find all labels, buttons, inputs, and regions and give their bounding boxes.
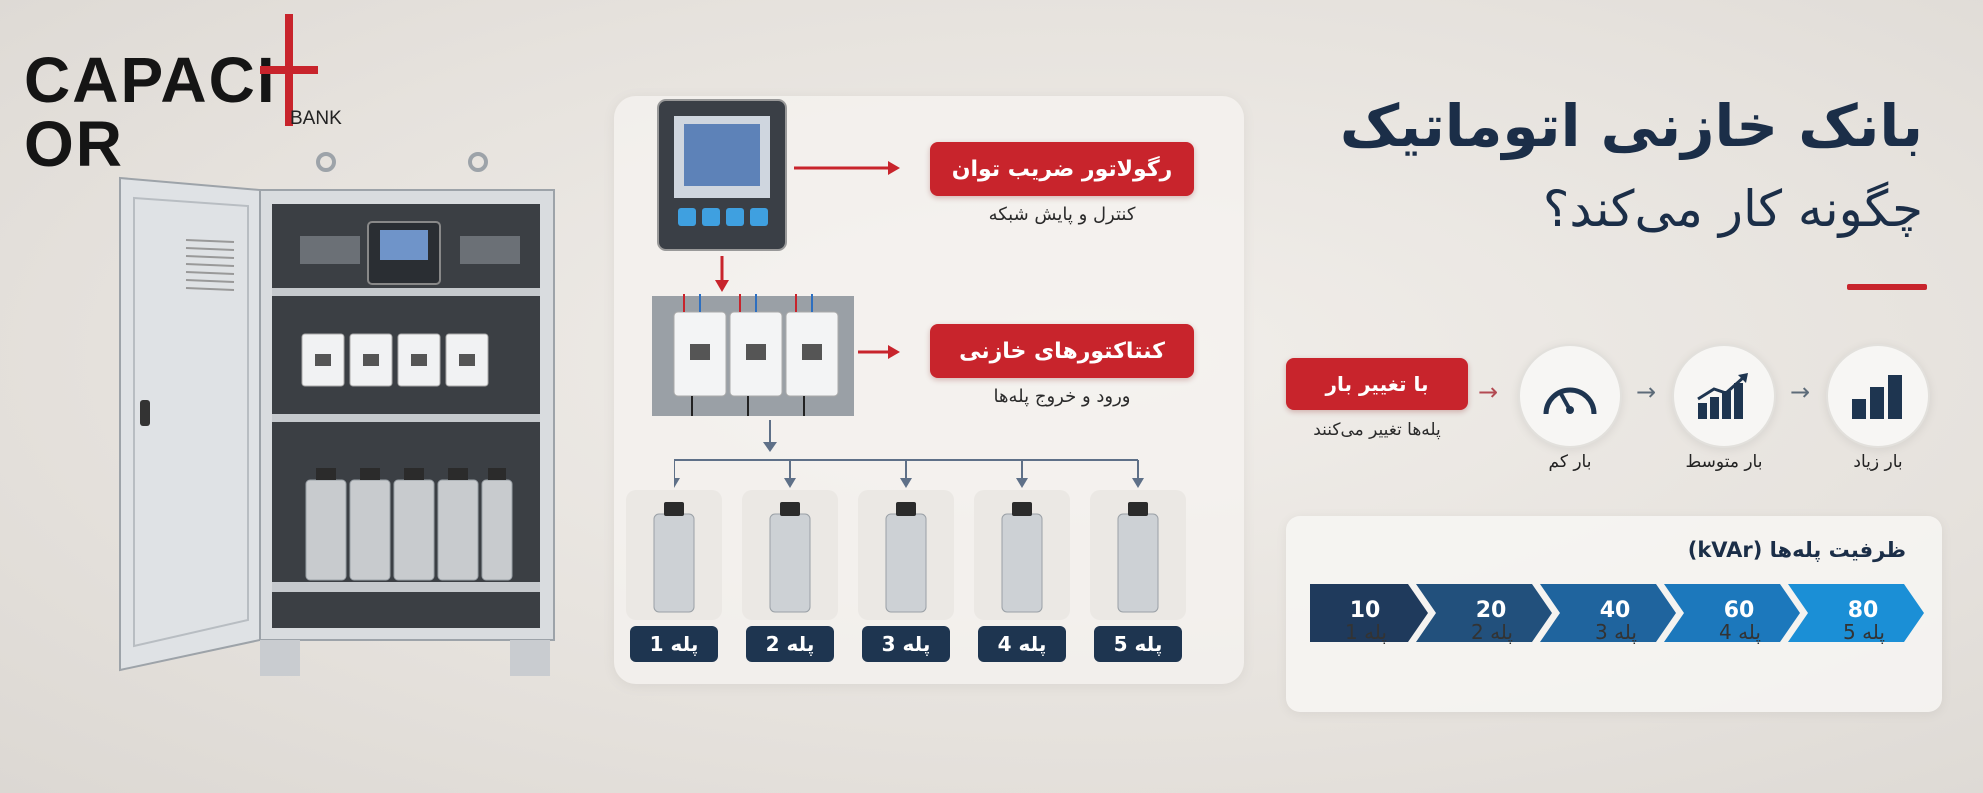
contactors-device-icon xyxy=(652,294,854,416)
capacity-step-label: پله 2 xyxy=(1470,620,1513,644)
logo-plus-icon xyxy=(260,14,318,126)
capacitor-cylinders xyxy=(653,502,1159,613)
step-tag: پله 4 xyxy=(978,626,1066,662)
step-tag: پله 3 xyxy=(862,626,950,662)
capacity-step-label: پله 5 xyxy=(1842,620,1885,644)
capacity-step-label: پله 1 xyxy=(1344,620,1387,644)
load-level-label: بار کم xyxy=(1548,452,1592,472)
trend-chart-icon xyxy=(1672,344,1776,448)
capacity-value: 10 xyxy=(1349,598,1381,623)
contactors-sub-label: ورود و خروج پله‌ها xyxy=(993,386,1131,407)
step-tag: پله 5 xyxy=(1094,626,1182,662)
logo-word-right: OR xyxy=(24,108,124,180)
bar-chart-icon xyxy=(1826,344,1930,448)
capacity-panel: ظرفیت پله‌ها (kVAr) 10 20 40 60 80 پله 1… xyxy=(1286,516,1942,712)
logo-bank-text: BANK xyxy=(290,108,342,129)
arrow-down-icon xyxy=(715,256,729,292)
step-tag: پله 2 xyxy=(746,626,834,662)
regulator-label: رگولاتور ضریب توان xyxy=(930,142,1194,196)
diagram-panel: رگولاتور ضریب توان کنترل و پایش شبکه کنت… xyxy=(614,96,1244,684)
capacity-chevrons xyxy=(1310,584,1924,642)
contactors-label: کنتاکتورهای خازنی xyxy=(930,324,1194,378)
page-subtitle: چگونه کار می‌کند؟ xyxy=(1542,180,1923,238)
capacitor-cabinet-illustration xyxy=(119,152,555,676)
chevron-segment xyxy=(1540,584,1676,642)
capacity-step-label: پله 3 xyxy=(1594,620,1637,644)
load-level-label: بار زیاد xyxy=(1853,452,1903,472)
capacity-step-label: پله 4 xyxy=(1718,620,1761,644)
chevron-segment xyxy=(1788,584,1924,642)
arrow-right-icon xyxy=(858,345,900,359)
arrow-left-icon: → xyxy=(1478,378,1499,406)
capacity-value: 40 xyxy=(1599,598,1631,623)
step-tag: پله 1 xyxy=(630,626,718,662)
chevron-segment xyxy=(1664,584,1800,642)
brand-logo: CAPACIOR BANK xyxy=(24,14,414,176)
arrow-left-icon: → xyxy=(1636,378,1657,406)
page-title: بانک خازنی اتوماتیک xyxy=(1339,92,1923,160)
capacity-title: ظرفیت پله‌ها (kVAr) xyxy=(1687,538,1906,562)
load-change-badge: با تغییر بار xyxy=(1286,358,1468,410)
capacity-value: 20 xyxy=(1475,598,1507,623)
capacity-value: 60 xyxy=(1723,598,1755,623)
arrow-right-icon xyxy=(794,161,900,175)
title-underline xyxy=(1847,284,1927,290)
regulator-device-icon xyxy=(657,99,787,251)
logo-wordmark: CAPACIOR xyxy=(24,48,414,176)
chevron-segment xyxy=(1416,584,1552,642)
gauge-icon xyxy=(1518,344,1622,448)
capacity-value: 80 xyxy=(1847,598,1879,623)
arrow-left-icon: → xyxy=(1790,378,1811,406)
logo-word-left: CAPACI xyxy=(24,44,277,116)
chevron-segment xyxy=(1310,584,1428,642)
distribution-lines xyxy=(674,420,1144,488)
load-change-sub-label: پله‌ها تغییر می‌کنند xyxy=(1313,420,1441,440)
regulator-sub-label: کنترل و پایش شبکه xyxy=(988,204,1136,225)
load-level-label: بار متوسط xyxy=(1685,452,1763,472)
